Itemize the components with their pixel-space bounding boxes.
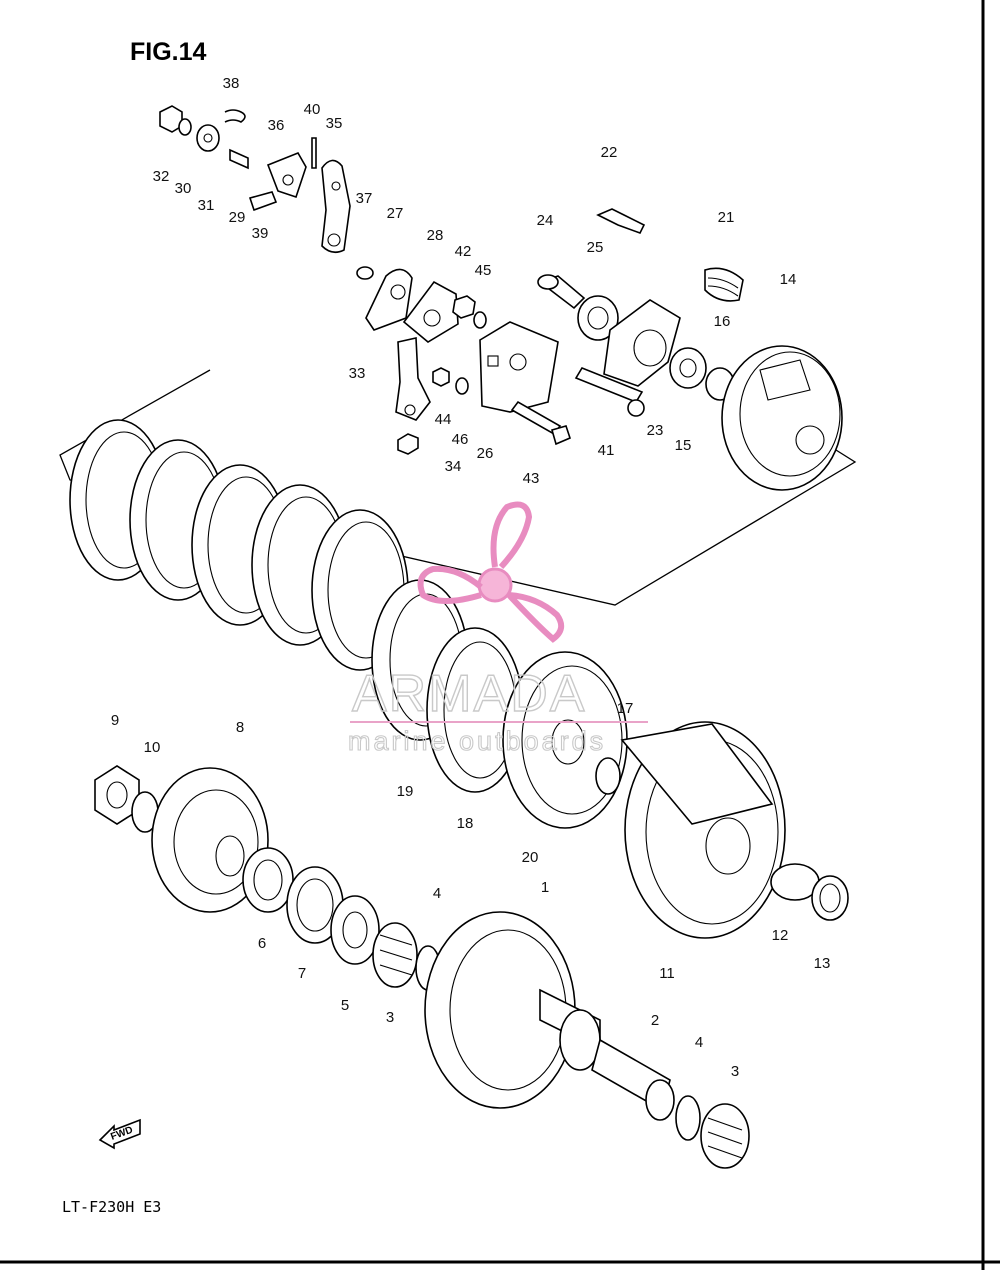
callout-28: 28 — [427, 227, 444, 244]
primary-drive-gear — [424, 911, 750, 1169]
callout-3: 3 — [386, 1009, 394, 1026]
callout-6: 6 — [258, 935, 266, 952]
callout-41: 41 — [598, 442, 615, 459]
armada-logo — [417, 501, 565, 643]
callout-32: 32 — [153, 168, 170, 185]
watermark-brand: ARMADA — [352, 665, 586, 723]
clutch-hub — [620, 721, 849, 939]
callout-35: 35 — [326, 115, 343, 132]
callout-23: 23 — [647, 422, 664, 439]
callout-26: 26 — [477, 445, 494, 462]
callout-42: 42 — [455, 243, 472, 260]
callout-33: 33 — [349, 365, 366, 382]
callout-43: 43 — [523, 470, 540, 487]
callout-30: 30 — [175, 180, 192, 197]
callout-4: 4 — [433, 885, 441, 902]
callout-38: 38 — [223, 75, 240, 92]
callout-5: 5 — [341, 997, 349, 1014]
figure-title: FIG.14 — [130, 38, 207, 66]
callout-19: 19 — [397, 783, 414, 800]
callout-22: 22 — [601, 144, 618, 161]
watermark-tagline: marine outboards — [348, 726, 606, 756]
clutch-plate-stack — [69, 419, 524, 793]
callout-45: 45 — [475, 262, 492, 279]
callout-1: 1 — [541, 879, 549, 896]
callout-13: 13 — [814, 955, 831, 972]
release-linkage-group — [159, 105, 843, 491]
callout-27: 27 — [387, 205, 404, 222]
callout-8: 8 — [236, 719, 244, 736]
fwd-arrow: FWD — [98, 1118, 141, 1150]
callout-18: 18 — [457, 815, 474, 832]
callout-15: 15 — [675, 437, 692, 454]
callout-29: 29 — [229, 209, 246, 226]
callout-11: 11 — [659, 965, 675, 982]
callout-40: 40 — [304, 101, 321, 118]
callout-9: 9 — [111, 712, 119, 729]
callout-20: 20 — [522, 849, 539, 866]
callout-21: 21 — [718, 209, 735, 226]
callout-3: 3 — [731, 1063, 739, 1080]
clutch-shoe-group — [94, 765, 441, 991]
callout-31: 31 — [198, 197, 215, 214]
callout-10: 10 — [144, 739, 161, 756]
callout-17: 17 — [617, 700, 634, 717]
callout-12: 12 — [772, 927, 789, 944]
callout-labels: 1233445678910111213141516171819202122232… — [111, 75, 831, 1080]
callout-4: 4 — [695, 1034, 703, 1051]
callout-16: 16 — [714, 313, 731, 330]
callout-44: 44 — [435, 411, 452, 428]
callout-25: 25 — [587, 239, 604, 256]
callout-14: 14 — [780, 271, 797, 288]
callout-37: 37 — [356, 190, 373, 207]
callout-24: 24 — [537, 212, 554, 229]
callout-2: 2 — [651, 1012, 659, 1029]
callout-46: 46 — [452, 431, 469, 448]
callout-7: 7 — [298, 965, 306, 982]
callout-39: 39 — [252, 225, 269, 242]
callout-34: 34 — [445, 458, 462, 475]
callout-36: 36 — [268, 117, 285, 134]
model-code: LT-F230H E3 — [62, 1198, 161, 1216]
